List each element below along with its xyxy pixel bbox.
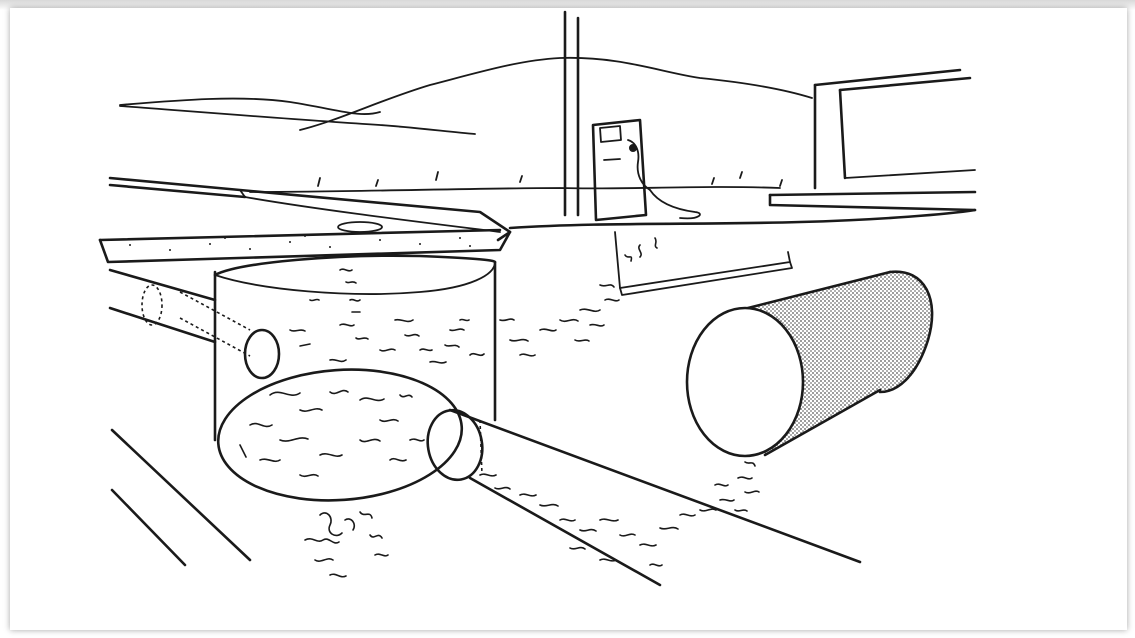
building bbox=[770, 70, 975, 210]
hills bbox=[120, 58, 812, 134]
fuel-dispenser bbox=[593, 120, 700, 220]
utility-pole bbox=[565, 12, 578, 215]
lateral-pipe bbox=[110, 270, 250, 565]
contaminant-plume bbox=[240, 238, 759, 577]
storage-tank bbox=[687, 272, 932, 456]
underground-structure bbox=[615, 232, 792, 295]
manhole-vault bbox=[214, 256, 495, 509]
pavement bbox=[100, 172, 975, 262]
